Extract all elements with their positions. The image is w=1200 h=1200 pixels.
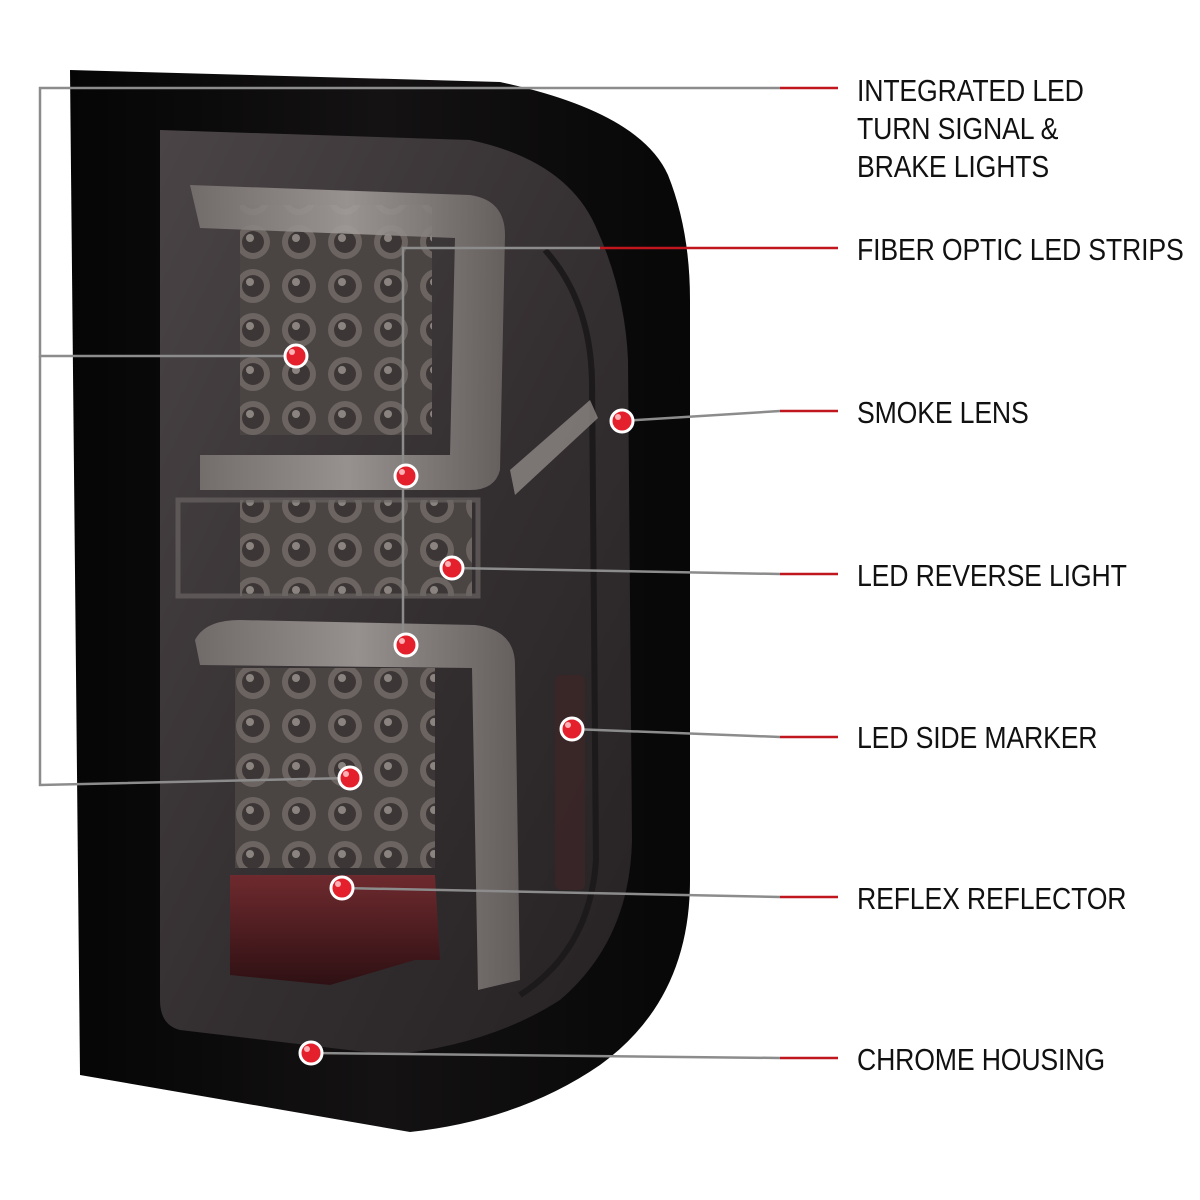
marker-dot-side-marker: [559, 716, 585, 742]
label-line: SMOKE LENS: [857, 395, 1029, 430]
leader-lines-red: [600, 86, 838, 1060]
fiber-strip-upper: [190, 185, 505, 490]
label-side-marker: LED SIDE MARKER: [857, 719, 1098, 757]
label-line: TURN SIGNAL &: [857, 111, 1059, 146]
label-smoke-lens: SMOKE LENS: [857, 394, 1029, 432]
marker-dot-reflector: [329, 875, 355, 901]
marker-dot-smoke-lens: [609, 408, 635, 434]
label-chrome-housing: CHROME HOUSING: [857, 1041, 1105, 1079]
marker-dot-lower-led: [337, 765, 363, 791]
reflex-reflector-shape: [230, 875, 440, 985]
upper-led-cluster: [240, 205, 432, 435]
reverse-led-cluster: [240, 500, 472, 596]
side-marker-window: [555, 675, 585, 890]
label-integrated-led: INTEGRATED LED TURN SIGNAL & BRAKE LIGHT…: [857, 72, 1084, 186]
label-line: LED SIDE MARKER: [857, 720, 1098, 755]
label-fiber-optic: FIBER OPTIC LED STRIPS: [857, 231, 1184, 269]
marker-dot-reverse: [439, 555, 465, 581]
label-line: REFLEX REFLECTOR: [857, 881, 1127, 916]
label-reverse-light: LED REVERSE LIGHT: [857, 557, 1127, 595]
leader-lines-gray: [38, 86, 781, 1060]
reverse-band-frame: [175, 497, 481, 599]
reverse-diagonal-trim: [510, 400, 598, 495]
fiber-strip-lower: [195, 620, 520, 990]
lower-led-cluster: [235, 668, 435, 868]
lens-inner-edge: [518, 247, 600, 998]
label-line: FIBER OPTIC LED STRIPS: [857, 232, 1184, 267]
label-line: LED REVERSE LIGHT: [857, 558, 1127, 593]
marker-dot-chrome: [298, 1040, 324, 1066]
label-line: BRAKE LIGHTS: [857, 149, 1050, 184]
label-line: CHROME HOUSING: [857, 1042, 1105, 1077]
marker-dot-fiber-upper: [393, 463, 419, 489]
marker-dots: [283, 343, 635, 1066]
marker-dot-upper-led: [283, 343, 309, 369]
marker-dot-fiber-lower: [393, 632, 419, 658]
label-line: INTEGRATED LED: [857, 73, 1084, 108]
label-reflex-reflector: REFLEX REFLECTOR: [857, 880, 1127, 918]
